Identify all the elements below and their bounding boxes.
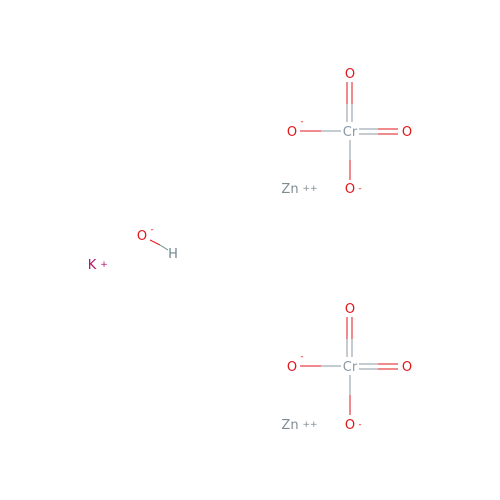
- bond-cr-o-top-1: [346, 82, 353, 122]
- atom-k: K: [88, 258, 97, 273]
- bond-cr-o-top-2: [346, 317, 353, 357]
- atom-o-hydroxide: O: [137, 229, 147, 244]
- charge-o-hydroxide: -: [150, 225, 153, 235]
- charge-o-left-2: -: [300, 352, 303, 362]
- atom-cr-1: Cr: [343, 125, 358, 140]
- potassium-ion: K +: [88, 258, 108, 273]
- atom-o-right-1: O: [402, 125, 412, 140]
- hydroxide-group: O - H: [137, 225, 178, 262]
- bond-cr-o-right-2: [359, 363, 398, 370]
- bond-cr-o-right-1: [359, 128, 398, 135]
- charge-o-bottom-2: -: [358, 420, 361, 430]
- chromate-group-top: Cr O O - O O -: [287, 67, 412, 197]
- atom-o-left-2: O: [287, 360, 297, 375]
- charge-o-bottom-1: -: [358, 184, 361, 194]
- bond-o-h-red: [149, 239, 161, 246]
- bond-o-h-grey: [159, 244, 169, 251]
- atom-o-bottom-1: O: [345, 182, 355, 197]
- atom-cr-2: Cr: [343, 360, 358, 375]
- atom-o-top-2: O: [345, 302, 355, 317]
- atom-o-right-2: O: [402, 360, 412, 375]
- chromate-group-bottom: Cr O O - O O -: [287, 302, 412, 433]
- zinc-ion-top: Zn ++: [281, 182, 317, 197]
- charge-zn-1: ++: [302, 184, 317, 194]
- atom-o-left-1: O: [287, 125, 297, 140]
- atom-o-bottom-2: O: [345, 418, 355, 433]
- atom-o-top-1: O: [345, 67, 355, 82]
- atom-h: H: [168, 247, 178, 262]
- atom-zn-2: Zn: [281, 418, 298, 433]
- charge-zn-2: ++: [302, 420, 317, 430]
- zinc-ion-bottom: Zn ++: [281, 418, 317, 433]
- atom-zn-1: Zn: [281, 182, 298, 197]
- charge-k: +: [100, 260, 108, 270]
- charge-o-left-1: -: [300, 117, 303, 127]
